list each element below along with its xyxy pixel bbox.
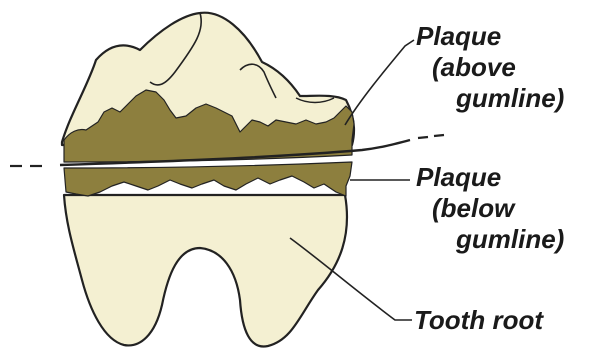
gumline-dash-right — [418, 137, 428, 138]
label-line: gumline) — [455, 83, 564, 113]
label-line: Plaque — [416, 21, 501, 51]
label-plaque-below: Plaque (below gumline) — [416, 162, 564, 254]
tooth-root-shape — [64, 195, 347, 347]
leader-line-plaque-above — [345, 40, 414, 125]
gumline-dash-right — [434, 135, 444, 136]
label-tooth-root: Tooth root — [414, 305, 544, 335]
label-line: (below — [432, 193, 516, 223]
label-plaque-above: Plaque (above gumline) — [416, 21, 564, 113]
label-line: gumline) — [455, 224, 564, 254]
label-line: (above — [432, 52, 516, 82]
plaque-below-gumline — [64, 162, 352, 196]
label-line: Plaque — [416, 162, 501, 192]
